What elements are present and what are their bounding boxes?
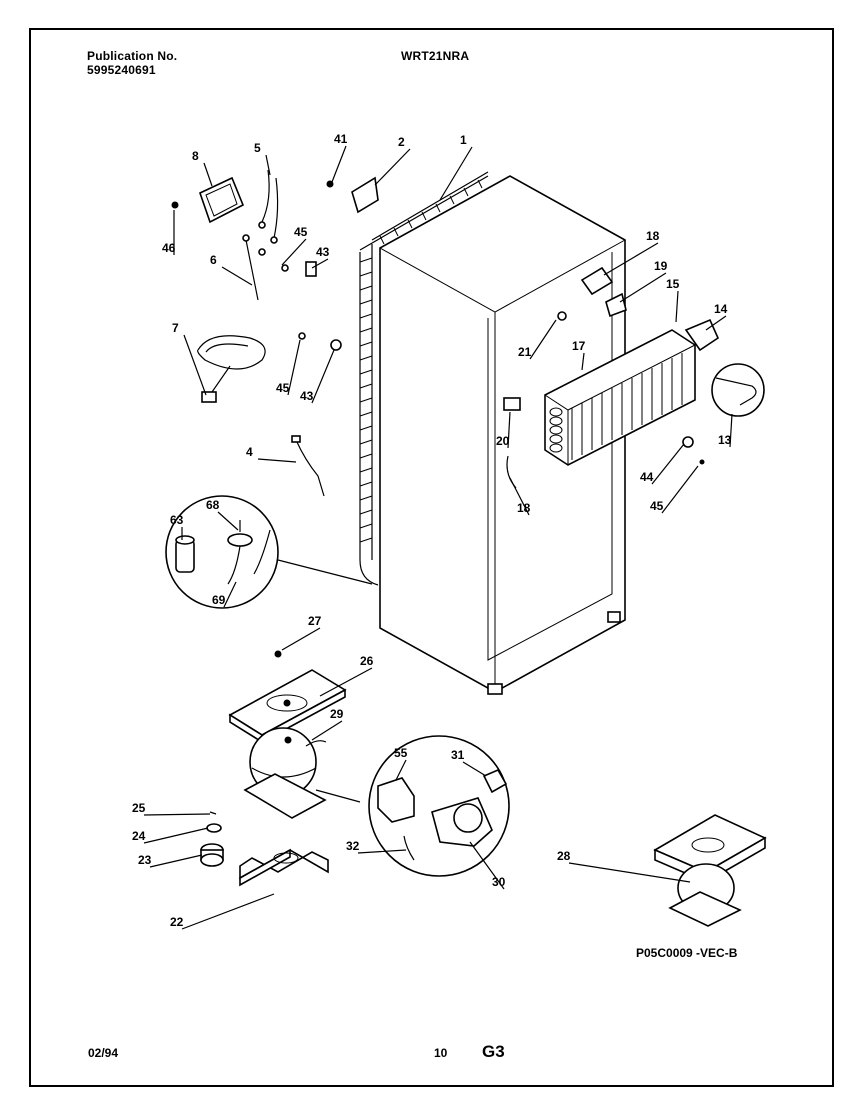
leader-line-c5 [265,154,271,176]
leader-line-c44 [651,443,685,485]
callout-c25: 25 [132,801,146,815]
callout-c4: 4 [246,445,253,459]
callout-c30: 30 [492,875,506,889]
leader-line-c7 [183,334,207,396]
callout-c2: 2 [398,135,405,149]
leader-line-c21 [529,319,557,360]
callout-c32: 32 [346,839,360,853]
mount-parts [200,811,329,887]
callout-c55: 55 [394,746,408,760]
callout-c5: 5 [254,141,261,155]
callout-c45b: 45 [276,381,290,395]
callout-c28: 28 [557,849,571,863]
leader-line-c45b [287,339,301,396]
callout-c24: 24 [132,829,146,843]
leader-line-c15 [675,290,679,323]
detail-thermostat [711,363,765,417]
leader-line-c23 [149,854,203,868]
leader-line-c29 [311,720,343,741]
callout-c7: 7 [172,321,179,335]
leader-line-c31 [462,761,487,777]
callout-c63: 63 [170,513,184,527]
leader-line-c55 [395,759,407,781]
callout-c20: 20 [496,434,510,448]
callout-c43a: 43 [316,245,330,259]
model-number: WRT21NRA [401,49,470,63]
callout-c19: 19 [654,259,668,273]
leader-line-c68 [217,511,239,531]
callout-c23: 23 [138,853,152,867]
callout-c43b: 43 [300,389,314,403]
leader-line-c30 [469,841,505,890]
diagram-frame [29,28,834,1087]
leader-line-c22 [181,893,275,930]
footer-section: G3 [482,1042,505,1061]
cabinet [379,175,626,695]
detail-relay [368,735,510,877]
callout-c15: 15 [666,277,680,291]
leader-lines [143,145,733,930]
publication-label: Publication No. [87,49,178,63]
leader-line-c19 [619,272,667,303]
leader-line-c26 [319,667,373,697]
callout-c46: 46 [162,241,176,255]
leader-line-c6 [221,266,253,286]
compressor-alt [653,814,767,927]
leader-line-c24 [143,827,209,844]
leader-line-c43b [311,349,335,404]
callout-c8: 8 [192,149,199,163]
callout-c18a: 18 [646,229,660,243]
drawing-code: P05C0009 -VEC-B [636,946,738,960]
leader-line-c13 [729,413,733,448]
callout-c6: 6 [210,253,217,267]
leader-line-c27 [281,627,321,651]
footer-page: 10 [434,1046,448,1060]
leader-line-c32 [357,849,407,854]
leader-line-c1 [439,146,473,201]
detail-capacitor [165,495,373,609]
callout-c44: 44 [640,470,654,484]
callout-c22: 22 [170,915,184,929]
evaporator [544,329,696,466]
leader-line-c18a [603,242,659,276]
compressor-assembly [228,650,361,819]
leader-line-c45a [281,238,307,266]
small-parts [171,169,379,497]
leader-line-c45c [661,465,699,514]
condenser-coil [359,171,489,586]
callout-c13: 13 [718,433,732,447]
leader-line-c2 [374,148,411,186]
leader-line-c20 [507,411,511,449]
callout-c27: 27 [308,614,322,628]
callout-c45a: 45 [294,225,308,239]
callout-c14: 14 [714,302,728,316]
leader-line-c18b [509,477,530,516]
leader-line-c4 [257,458,297,463]
callout-c68: 68 [206,498,220,512]
leader-line-c14 [705,315,727,331]
footer-date: 02/94 [88,1046,119,1060]
callout-c18b: 18 [517,501,531,515]
callout-c1: 1 [460,133,467,147]
callout-c41: 41 [334,132,348,146]
callout-c17: 17 [572,339,586,353]
leader-line-c8 [203,162,213,187]
leader-line-c25 [143,813,211,816]
leader-line-c43a [311,258,329,269]
callout-c29: 29 [330,707,344,721]
callout-c69: 69 [212,593,226,607]
leader-line-c41 [331,145,347,183]
callout-c26: 26 [360,654,374,668]
leader-line-c17 [581,352,585,371]
leader-line-c28 [568,862,691,883]
publication-number: 5995240691 [87,63,156,77]
callout-c45c: 45 [650,499,664,513]
callout-c21: 21 [518,345,532,359]
leader-line-c69 [223,581,237,608]
callout-c31: 31 [451,748,465,762]
